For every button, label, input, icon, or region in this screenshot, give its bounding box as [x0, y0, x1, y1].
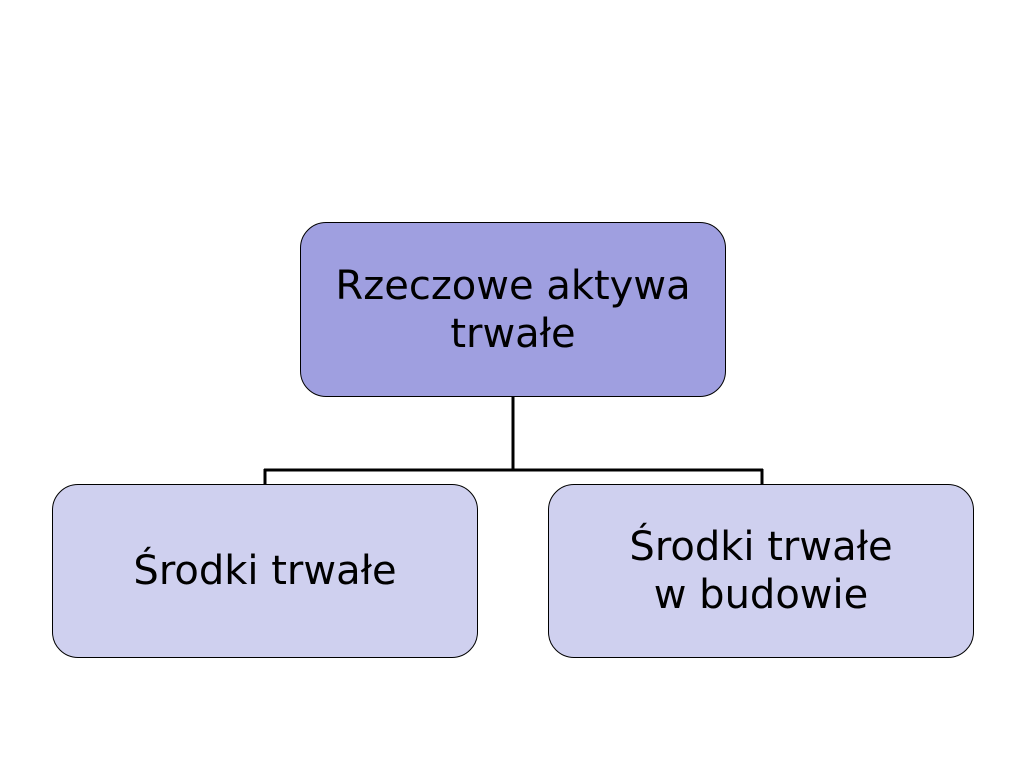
node-child-left: Środki trwałe	[52, 484, 478, 658]
node-child-left-label: Środki trwałe	[133, 548, 397, 594]
node-child-right: Środki trwałe w budowie	[548, 484, 974, 658]
node-root: Rzeczowe aktywa trwałe	[300, 222, 726, 397]
node-child-right-label: Środki trwałe w budowie	[629, 524, 893, 618]
node-root-label: Rzeczowe aktywa trwałe	[335, 262, 691, 357]
